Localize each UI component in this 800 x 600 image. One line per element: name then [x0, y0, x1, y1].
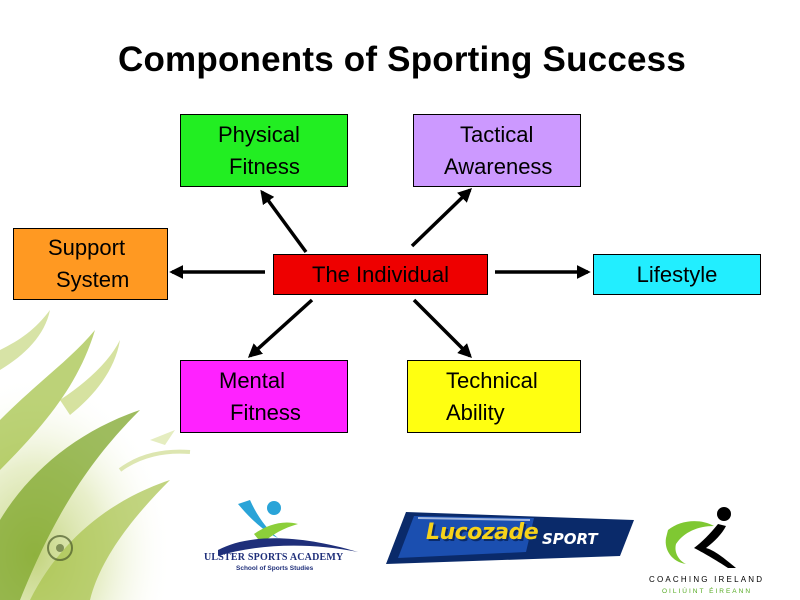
component-technical-ability: Technical Ability: [407, 360, 581, 433]
arrow-to-tactical: [410, 188, 473, 248]
ulster-swoosh-icon: [218, 500, 358, 556]
coaching-ireland-logo: COACHING IRELAND OILIÚINT ÉIREANN: [640, 504, 775, 598]
component-label: Awareness: [444, 153, 553, 179]
component-label: Technical: [446, 367, 538, 393]
arrow-to-technical: [412, 298, 472, 358]
arrow-to-physical: [260, 189, 308, 254]
center-label: The Individual: [312, 261, 449, 287]
component-label: Support: [48, 235, 126, 260]
ulster-academy-name: ULSTER SPORTS ACADEMY: [204, 552, 344, 563]
component-physical-fitness: Physical Fitness: [180, 114, 348, 187]
component-label: Fitness: [230, 399, 301, 425]
lucozade-sport-logo: Lucozade SPORT: [384, 506, 636, 568]
component-label: System: [56, 267, 130, 292]
component-label: Mental: [219, 367, 286, 393]
coaching-ireland-irish-name: OILIÚINT ÉIREANN: [662, 588, 753, 595]
component-label: Tactical: [460, 121, 534, 147]
coaching-ireland-name: COACHING IRELAND: [649, 575, 765, 584]
component-lifestyle: Lifestyle: [593, 254, 761, 295]
component-mental-fitness: Mental Fitness: [180, 360, 348, 433]
lucozade-sport-wordmark: SPORT: [542, 530, 598, 548]
center-the-individual: The Individual: [273, 254, 488, 295]
page-title: Components of Sporting Success: [118, 40, 686, 79]
ulster-academy-subtitle: School of Sports Studies: [236, 565, 314, 572]
ulster-sports-academy-logo: ULSTER SPORTS ACADEMY School of Sports S…: [198, 494, 368, 580]
arrow-to-mental: [247, 298, 314, 358]
component-label: Fitness: [229, 153, 300, 179]
coaching-ireland-figure-icon: [665, 507, 736, 568]
component-label: Lifestyle: [636, 261, 718, 287]
lucozade-banner-icon: [386, 512, 634, 564]
component-support-system: Support System: [13, 228, 168, 300]
component-label: Ability: [446, 399, 505, 425]
lucozade-wordmark: Lucozade: [426, 520, 539, 545]
component-tactical-awareness: Tactical Awareness: [413, 114, 581, 187]
component-label: Physical: [218, 121, 300, 147]
